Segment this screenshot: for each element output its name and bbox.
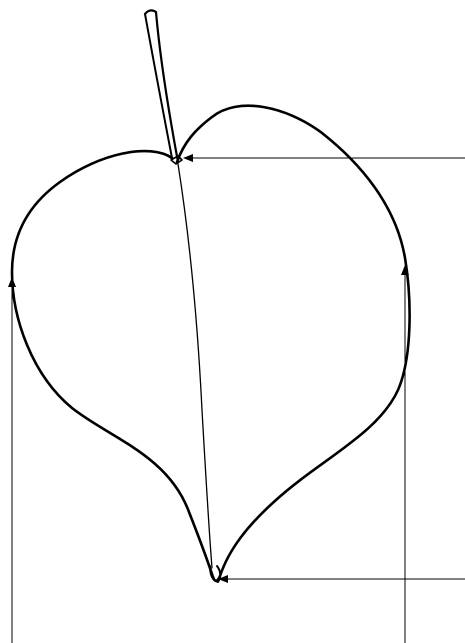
leaf-midrib (178, 164, 212, 568)
leaf-outline (12, 106, 410, 581)
leaf-stem (145, 10, 182, 164)
